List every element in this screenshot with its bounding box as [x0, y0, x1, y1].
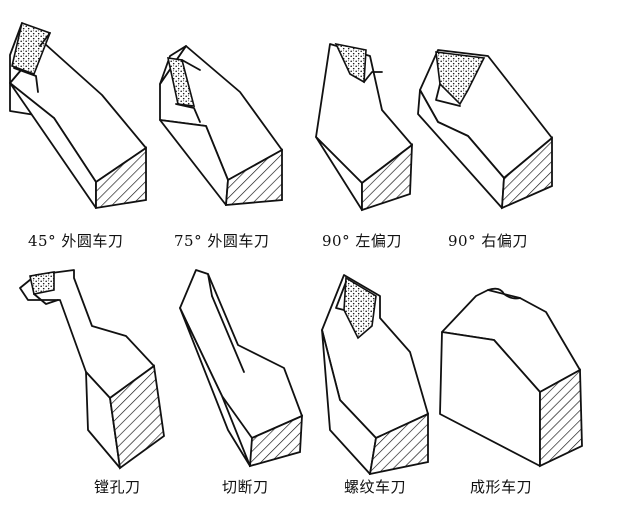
tool-parting [179, 269, 303, 468]
tool-90-right-hand [417, 49, 553, 210]
tool-75-external-turning [159, 45, 283, 206]
label-90-right-hand: 90° 右偏刀 [448, 232, 528, 250]
label-75-external-turning: 75° 外圆车刀 [174, 232, 270, 250]
tool-form-turning [439, 287, 583, 468]
label-form-turning: 成形车刀 [470, 478, 533, 496]
tool-boring [19, 269, 165, 470]
label-45-external-turning: 45° 外圆车刀 [28, 232, 124, 250]
tool-45-external-turning [9, 21, 147, 210]
label-parting: 切断刀 [222, 478, 269, 496]
tool-90-left-hand [315, 42, 413, 212]
tool-thread-cutting [321, 274, 429, 476]
label-90-left-hand: 90° 左偏刀 [322, 232, 402, 250]
label-boring: 镗孔刀 [94, 478, 141, 496]
label-thread-cutting: 螺纹车刀 [344, 478, 407, 496]
